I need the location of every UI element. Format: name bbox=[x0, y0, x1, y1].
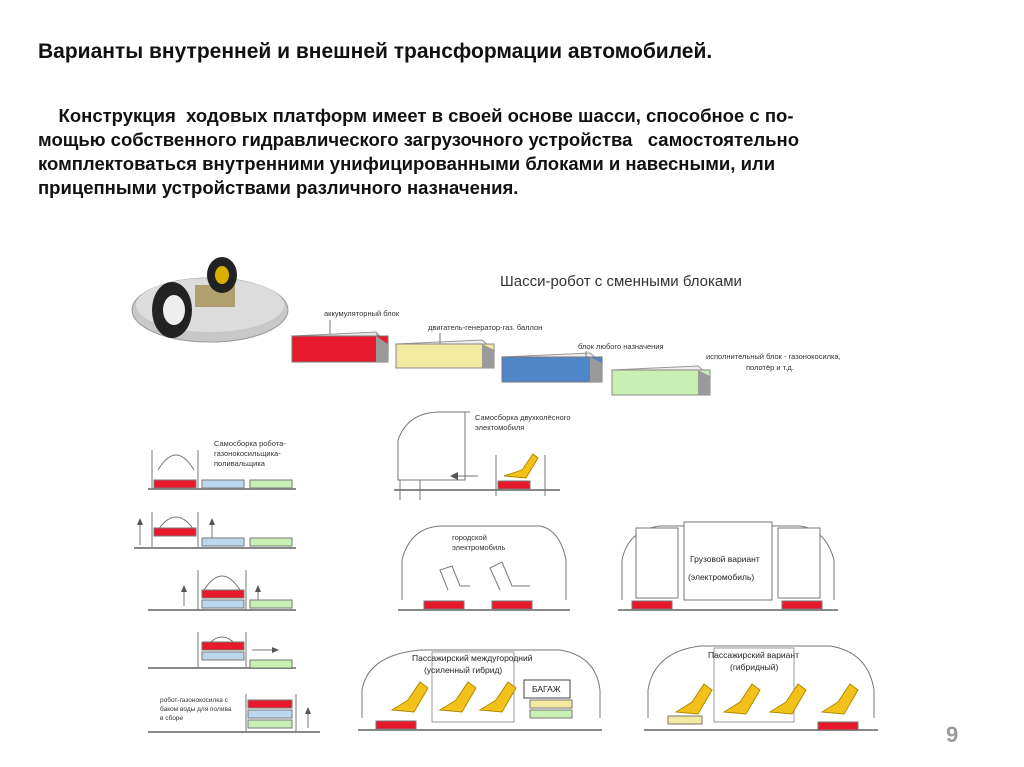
robot-chassis-photo bbox=[132, 257, 288, 342]
block-generator bbox=[396, 340, 494, 368]
robot-label-2: баком воды для полива bbox=[160, 705, 232, 713]
two-seat-label-1: Самосборка двухколёсного bbox=[475, 413, 571, 422]
label-general: блок любого назначения bbox=[578, 342, 664, 351]
mower-step-4 bbox=[148, 632, 296, 668]
intercity-label-2: (усиленный гибрид) bbox=[424, 665, 502, 675]
mower-label-1: Самосборка робота- bbox=[214, 439, 286, 448]
mower-label-3: поливальщика bbox=[214, 459, 266, 468]
block-battery bbox=[292, 332, 388, 362]
cargo-car-sketch bbox=[618, 522, 838, 610]
mower-label-2: газонокосильщика- bbox=[214, 449, 281, 458]
mower-step-3 bbox=[148, 570, 296, 610]
cargo-label-1: Грузовой вариант bbox=[690, 554, 760, 564]
label-executive-2: полотёр и т.д. bbox=[746, 363, 794, 372]
robot-label-1: робот-газонокосилка с bbox=[160, 696, 229, 704]
figure-header: Шасси-робот с сменными блоками bbox=[500, 273, 742, 290]
hybrid-label-1: Пассажирский вариант bbox=[708, 650, 799, 660]
label-battery: аккумуляторный блок bbox=[324, 309, 400, 318]
label-generator: двигатель-генератор-газ. баллон bbox=[428, 323, 542, 332]
hybrid-label-2: (гибридный) bbox=[730, 662, 779, 672]
city-label-1: городской bbox=[452, 533, 487, 542]
label-executive-1: исполнительный блок - газонокосилка, bbox=[706, 352, 841, 361]
block-general bbox=[502, 353, 602, 382]
page-number: 9 bbox=[946, 722, 958, 748]
two-seat-label-2: электомобиля bbox=[475, 423, 524, 432]
block-executive bbox=[612, 366, 710, 395]
robot-label-3: в сборе bbox=[160, 714, 183, 722]
cargo-label-2: (электромобиль) bbox=[688, 572, 754, 582]
intercity-label-1: Пассажирский междугородний bbox=[412, 653, 533, 663]
city-label-2: электромобиль bbox=[452, 543, 506, 552]
mower-step-2 bbox=[134, 512, 296, 548]
baggage-label: БАГАЖ bbox=[532, 684, 561, 694]
